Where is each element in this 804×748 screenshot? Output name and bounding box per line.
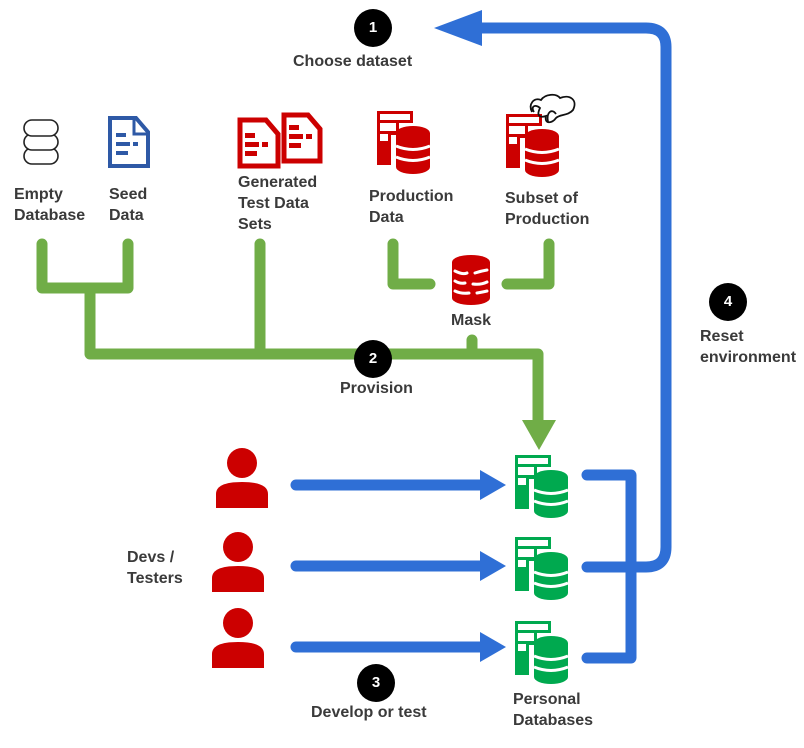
- label-line: Seed: [109, 186, 148, 203]
- document-icon: [108, 116, 150, 168]
- label-line: Data: [369, 209, 404, 226]
- personal-database-icon-2: [513, 535, 570, 602]
- provision-arrowhead: [522, 420, 556, 450]
- provision-connectors: [36, 238, 555, 426]
- label-line: Production: [369, 188, 454, 205]
- arrowhead-db1: [480, 470, 506, 500]
- masked-database-icon: [452, 255, 490, 305]
- step-badge-1: 1: [354, 9, 392, 47]
- connector-main-bus: [84, 282, 544, 426]
- arrowhead-db2: [480, 551, 506, 581]
- label-line: Empty: [14, 186, 63, 203]
- source-label-empty-database: Empty Database: [14, 184, 85, 226]
- label-line: Database: [14, 207, 86, 224]
- connector-empty-seed: [36, 238, 134, 294]
- users-label: Devs / Testers: [127, 547, 183, 589]
- server-database-icon: [375, 109, 432, 176]
- arrowhead-db3: [480, 632, 506, 662]
- person-icon-1: [216, 448, 268, 508]
- connector-subset-to-mask: [501, 238, 555, 290]
- reset-loop: [472, 22, 672, 573]
- person-icon-3: [212, 608, 264, 668]
- source-label-generated-test-data: Generated Test Data Sets: [238, 172, 317, 235]
- personal-database-icon-1: [513, 453, 570, 520]
- step-badge-2: 2: [354, 340, 392, 378]
- mask-label: Mask: [451, 312, 492, 329]
- step-label-reset-environment: Reset environment: [700, 326, 796, 368]
- label-line: Data: [109, 207, 144, 224]
- label-line: Subset of: [505, 190, 578, 207]
- source-label-seed-data: Seed Data: [109, 184, 147, 226]
- label-line: Generated: [238, 174, 318, 191]
- develop-connectors: [290, 22, 672, 664]
- step-badge-3: 3: [357, 664, 395, 702]
- label-line: Sets: [238, 216, 272, 233]
- label-line: Production: [505, 211, 590, 228]
- step-label-develop-or-test: Develop or test: [311, 704, 427, 721]
- personal-database-icon-3: [513, 619, 570, 686]
- source-label-subset-of-production: Subset of Production: [505, 188, 589, 230]
- step-badge-4: 4: [709, 283, 747, 321]
- documents-icon: [237, 112, 323, 169]
- connector-production-to-mask: [387, 238, 436, 290]
- label-line: Test Data: [238, 195, 309, 212]
- label-line: Devs /: [127, 549, 175, 566]
- hand-pick-database-icon: [504, 93, 576, 179]
- arrowhead-choose-dataset: [434, 10, 482, 46]
- label-line: Personal: [513, 691, 581, 708]
- person-icon-2: [212, 532, 264, 592]
- source-label-production-data: Production Data: [369, 186, 453, 228]
- label-line: Databases: [513, 712, 594, 729]
- personal-databases-label: Personal Databases: [513, 689, 593, 731]
- database-outline-icon: [23, 119, 59, 165]
- label-line: Testers: [127, 570, 183, 587]
- step-label-choose-dataset: Choose dataset: [293, 53, 413, 70]
- label-line: environment: [700, 349, 797, 366]
- label-line: Reset: [700, 328, 744, 345]
- step-label-provision: Provision: [340, 380, 413, 397]
